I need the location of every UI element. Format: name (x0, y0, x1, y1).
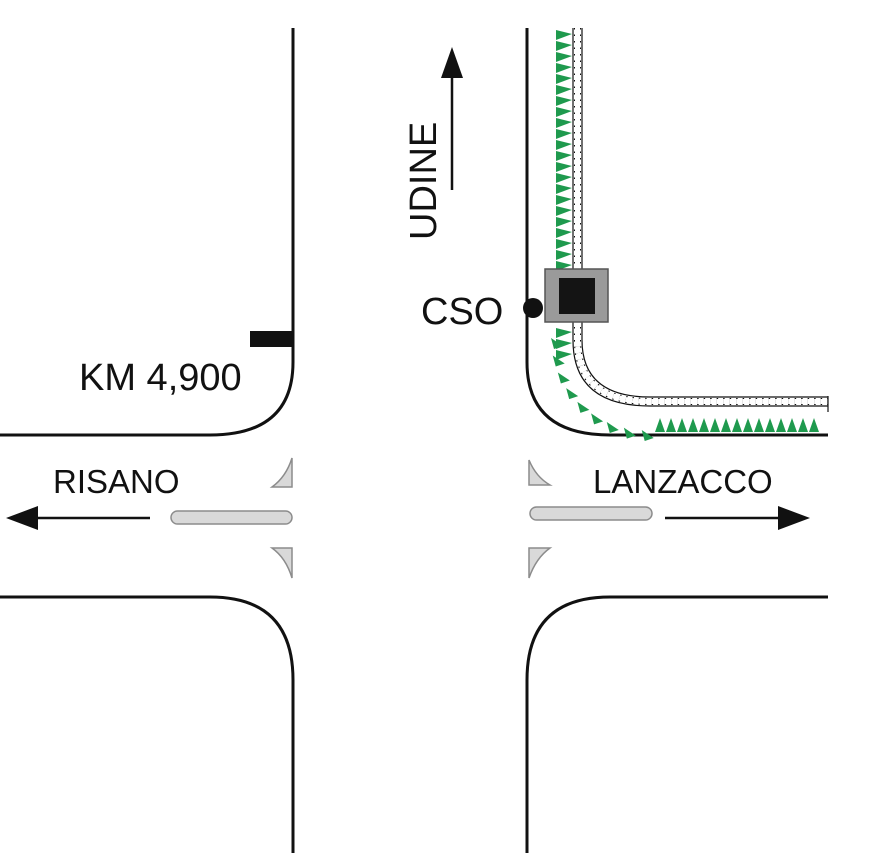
hedge-triangle (556, 173, 572, 183)
hedge-triangle (556, 184, 572, 194)
hedge-triangle (641, 429, 654, 441)
arrow-right-icon (665, 506, 810, 530)
hedge-triangle (556, 129, 572, 139)
arrow-up-icon (441, 47, 463, 190)
hedge-triangle (809, 418, 819, 432)
km-marker-bar (250, 331, 293, 347)
hedge-triangle (556, 195, 572, 205)
hedge-triangle (754, 418, 764, 432)
hedge-triangle (556, 74, 572, 84)
road-edge-sw (0, 595, 295, 853)
road-edge-ne (525, 28, 828, 437)
hedge-triangle (557, 372, 570, 384)
hedge-triangle (556, 107, 572, 117)
hedge-triangle (556, 350, 572, 360)
cabinet-inner (559, 278, 595, 314)
hedge-triangle (566, 388, 579, 400)
hedge-triangle (677, 418, 687, 432)
hedge-triangle (577, 401, 590, 413)
hedge-triangle (710, 418, 720, 432)
hedge-triangle (666, 418, 676, 432)
hedge-triangle (743, 418, 753, 432)
hedge-triangle (556, 250, 572, 260)
hedge-triangle (606, 422, 619, 434)
island-east (529, 506, 653, 521)
island-corner-ne (528, 459, 553, 486)
hedge-triangle (556, 162, 572, 172)
hedge-triangle (688, 418, 698, 432)
hedge-triangle (556, 151, 572, 161)
hedge-triangle (623, 427, 636, 439)
cso-cabinet (544, 268, 609, 323)
label-cso: CSO (421, 291, 503, 333)
label-udine: UDINE (403, 122, 445, 240)
island-corner-sw (269, 547, 293, 579)
hedge-triangle (556, 52, 572, 62)
hedge-triangle (551, 338, 563, 349)
hedge-triangle (556, 217, 572, 227)
green-hedge (551, 30, 819, 441)
road-edge-nw (0, 28, 295, 437)
hedge-triangle (655, 418, 665, 432)
island-corner-nw (269, 457, 293, 488)
hedge-triangle (556, 239, 572, 249)
traffic-islands (170, 457, 653, 579)
island-west (170, 510, 293, 525)
hedge-triangle (556, 118, 572, 128)
curb-strip (572, 28, 829, 412)
hedge-triangle (556, 30, 572, 40)
road-edges (0, 28, 828, 853)
label-km: KM 4,900 (79, 357, 242, 399)
hedge-triangle (699, 418, 709, 432)
cso-marker-dot (523, 298, 543, 318)
hedge-triangle (556, 41, 572, 51)
hedge-triangle (556, 140, 572, 150)
arrow-left-icon (6, 506, 150, 530)
hedge-triangle (798, 418, 808, 432)
hedge-triangle (556, 206, 572, 216)
hedge-triangle (721, 418, 731, 432)
island-corner-se (528, 547, 553, 579)
hedge-triangle (732, 418, 742, 432)
hedge-triangle (556, 228, 572, 238)
label-risano: RISANO (53, 463, 180, 500)
hedge-triangle (556, 63, 572, 73)
hedge-triangle (765, 418, 775, 432)
road-edge-se (525, 595, 828, 853)
hedge-triangle (556, 328, 572, 338)
label-lanzacco: LANZACCO (593, 463, 773, 500)
hedge-triangle (556, 96, 572, 106)
hedge-triangle (556, 85, 572, 95)
hedge-triangle (552, 355, 565, 367)
hedge-triangle (787, 418, 797, 432)
hedge-triangle (776, 418, 786, 432)
hedge-triangle (591, 413, 604, 425)
